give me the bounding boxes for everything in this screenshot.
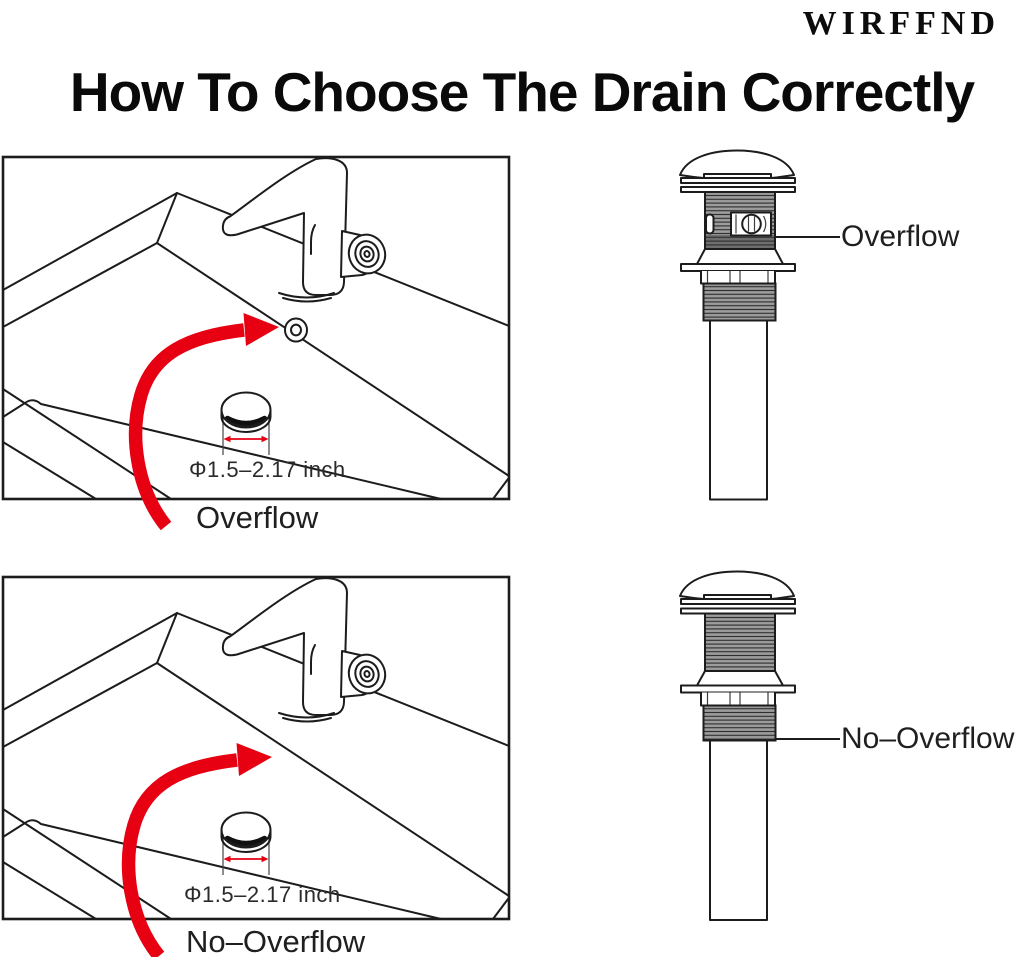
sink-without-overflow-illustration <box>1 575 511 957</box>
drain-diameter-label: Φ1.5–2.17 inch <box>189 457 346 482</box>
overflow-drain-label: Overflow <box>841 220 960 253</box>
drain-cap <box>679 570 796 615</box>
drain-stopper-illustration <box>220 811 272 875</box>
dimension-arrow-icon <box>223 855 269 863</box>
faucet-illustration <box>221 157 387 303</box>
leader-line <box>776 738 840 740</box>
drain-diameter-label: Φ1.5–2.17 inch <box>184 882 341 907</box>
no-overflow-drain-illustration <box>679 570 796 921</box>
drain-cap <box>679 149 796 193</box>
drain-body <box>680 248 796 322</box>
brand-logo: WIRFFND <box>802 5 1000 42</box>
overflow-callout: Overflow <box>196 500 319 535</box>
overflow-drain-illustration <box>679 149 796 501</box>
dimension-arrow-icon <box>223 435 269 443</box>
page-title: How To Choose The Drain Correctly <box>69 61 975 123</box>
counter-and-basin-lines <box>2 612 510 920</box>
counter-and-basin-lines <box>2 192 510 500</box>
curved-arrow-icon <box>121 743 272 957</box>
leader-line <box>775 236 840 238</box>
overflow-window <box>705 211 772 237</box>
no-overflow-drain-label: No–Overflow <box>841 722 1015 755</box>
sink-with-overflow-illustration <box>1 155 511 531</box>
faucet-handle-knob <box>347 653 387 695</box>
drain-tailpipe <box>709 319 768 501</box>
no-overflow-callout: No–Overflow <box>186 924 366 957</box>
panel-border <box>1 575 511 921</box>
drain-threads <box>704 612 776 672</box>
drain-stopper-illustration <box>220 391 272 455</box>
curved-arrow-icon <box>128 313 279 531</box>
drain-tailpipe <box>709 739 768 921</box>
overflow-hole <box>284 317 308 343</box>
faucet-illustration <box>221 577 387 723</box>
panel-border <box>1 155 511 501</box>
faucet-handle-knob <box>347 233 387 275</box>
drain-body <box>680 670 796 742</box>
